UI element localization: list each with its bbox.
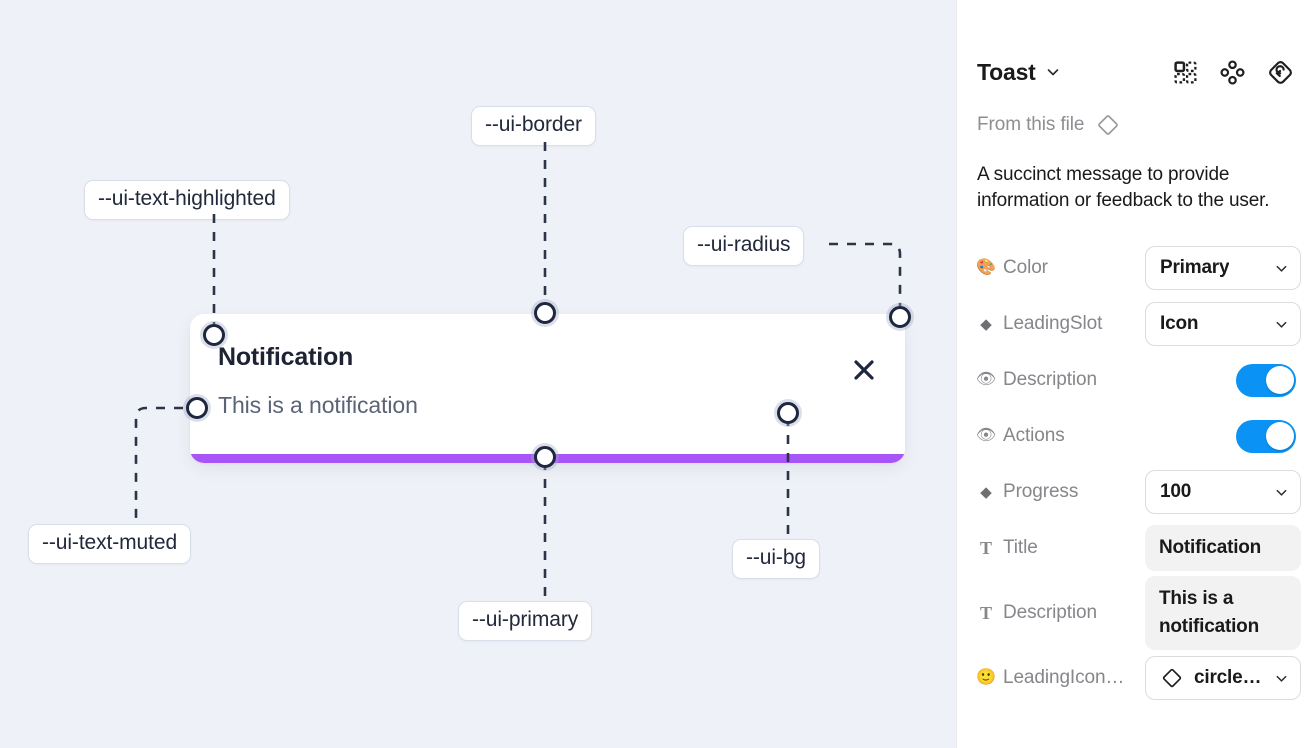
toast-preview-card[interactable]: Notification This is a notification bbox=[190, 314, 905, 463]
annotation-ui-border[interactable]: --ui-border bbox=[471, 106, 596, 146]
property-row-description-text: T Description This is a notification bbox=[957, 576, 1312, 650]
chevron-down-icon[interactable] bbox=[1045, 64, 1061, 80]
eye-icon: 👁 bbox=[977, 427, 997, 444]
property-label-actions-toggle: 👁 Actions bbox=[977, 425, 1145, 447]
four-dots-diamond-icon[interactable] bbox=[1220, 59, 1245, 85]
property-row-leadingslot: ◆ LeadingSlot Icon bbox=[957, 296, 1312, 352]
description-toggle[interactable] bbox=[1236, 363, 1296, 397]
property-name: LeadingIcon… bbox=[1003, 667, 1125, 688]
property-name: Title bbox=[1003, 537, 1038, 558]
chevron-down-icon bbox=[1268, 485, 1289, 500]
connector-ui-radius bbox=[829, 242, 902, 313]
property-name: Actions bbox=[1003, 425, 1065, 446]
diamond-icon bbox=[1095, 112, 1121, 138]
leadingicon-select[interactable]: circle… bbox=[1145, 656, 1301, 700]
property-control-progress: 100 bbox=[1145, 470, 1301, 514]
title-input[interactable]: Notification bbox=[1145, 525, 1301, 571]
component-grid-icon[interactable] bbox=[1173, 60, 1198, 85]
property-label-leadingslot: ◆ LeadingSlot bbox=[977, 313, 1145, 335]
property-row-title: T Title Notification bbox=[957, 520, 1312, 576]
progress-select-value: 100 bbox=[1160, 481, 1192, 502]
chevron-down-icon bbox=[1268, 317, 1289, 332]
annotation-ui-primary[interactable]: --ui-primary bbox=[458, 601, 593, 641]
node-ui-bg[interactable] bbox=[777, 402, 799, 424]
property-row-leadingicon: 🙂 LeadingIcon… circle… bbox=[957, 650, 1312, 706]
toggle-knob bbox=[1265, 366, 1294, 394]
from-this-file-row[interactable]: From this file bbox=[977, 112, 1121, 138]
close-x-icon[interactable] bbox=[849, 355, 879, 385]
property-control-title: Notification bbox=[1145, 525, 1301, 571]
property-name: Color bbox=[1003, 257, 1048, 278]
property-name: LeadingSlot bbox=[1003, 313, 1103, 334]
toast-description: This is a notification bbox=[218, 392, 418, 418]
color-select-value: Primary bbox=[1160, 257, 1230, 278]
component-description: A succinct message to provide informatio… bbox=[977, 164, 1270, 211]
eye-icon: 👁 bbox=[977, 371, 997, 388]
property-name: Description bbox=[1003, 369, 1097, 390]
property-name: Progress bbox=[1003, 481, 1079, 502]
reset-diamond-icon[interactable] bbox=[1267, 59, 1294, 86]
property-control-color: Primary bbox=[1145, 246, 1301, 290]
properties-panel: Toast bbox=[956, 0, 1312, 748]
property-label-title: T Title bbox=[977, 537, 1145, 559]
property-label-description-toggle: 👁 Description bbox=[977, 369, 1145, 391]
design-canvas[interactable]: Notification This is a notification --ui… bbox=[0, 0, 956, 748]
leadingslot-select-value: Icon bbox=[1160, 313, 1199, 334]
property-label-progress: ◆ Progress bbox=[977, 481, 1145, 503]
property-list: 🎨 Color Primary ◆ LeadingSlot bbox=[957, 240, 1312, 706]
node-ui-text-highlighted[interactable] bbox=[203, 324, 225, 346]
diamond-icon bbox=[1160, 666, 1184, 690]
property-label-description-text: T Description bbox=[977, 602, 1145, 624]
leadingslot-select[interactable]: Icon bbox=[1145, 302, 1301, 346]
palette-icon: 🎨 bbox=[977, 259, 996, 276]
diamond-icon: ◆ bbox=[980, 483, 992, 501]
node-ui-radius[interactable] bbox=[889, 306, 911, 328]
property-name: Description bbox=[1003, 602, 1097, 623]
node-ui-text-muted[interactable] bbox=[186, 397, 208, 419]
property-row-actions-toggle: 👁 Actions bbox=[957, 408, 1312, 464]
chevron-down-icon bbox=[1268, 671, 1289, 686]
header-icon-group bbox=[1173, 59, 1294, 86]
property-row-color: 🎨 Color Primary bbox=[957, 240, 1312, 296]
annotation-ui-radius[interactable]: --ui-radius bbox=[683, 226, 805, 266]
panel-title: Toast bbox=[977, 58, 1036, 85]
color-select[interactable]: Primary bbox=[1145, 246, 1301, 290]
from-this-file-label: From this file bbox=[977, 114, 1085, 135]
property-label-color: 🎨 Color bbox=[977, 257, 1145, 279]
annotation-ui-text-highlighted[interactable]: --ui-text-highlighted bbox=[84, 180, 290, 220]
property-control-leadingslot: Icon bbox=[1145, 302, 1301, 346]
chevron-down-icon bbox=[1268, 261, 1289, 276]
actions-toggle[interactable] bbox=[1236, 419, 1296, 453]
property-label-leadingicon: 🙂 LeadingIcon… bbox=[977, 667, 1145, 689]
property-control-description-text: This is a notification bbox=[1145, 576, 1301, 650]
leadingicon-select-value: circle… bbox=[1194, 667, 1262, 688]
toggle-knob bbox=[1265, 422, 1294, 450]
smiley-icon: 🙂 bbox=[977, 669, 996, 686]
property-control-leadingicon: circle… bbox=[1145, 656, 1301, 700]
text-t-icon: T bbox=[980, 538, 992, 558]
toast-title: Notification bbox=[218, 343, 354, 371]
progress-select[interactable]: 100 bbox=[1145, 470, 1301, 514]
annotation-ui-text-muted[interactable]: --ui-text-muted bbox=[28, 524, 192, 564]
property-row-progress: ◆ Progress 100 bbox=[957, 464, 1312, 520]
text-t-icon: T bbox=[980, 603, 992, 623]
node-ui-border[interactable] bbox=[534, 302, 556, 324]
annotation-ui-bg[interactable]: --ui-bg bbox=[732, 539, 820, 579]
property-control-description-toggle bbox=[1230, 363, 1296, 397]
diamond-icon: ◆ bbox=[980, 315, 992, 333]
property-row-description-toggle: 👁 Description bbox=[957, 352, 1312, 408]
description-input[interactable]: This is a notification bbox=[1145, 576, 1301, 650]
property-control-actions-toggle bbox=[1230, 419, 1296, 453]
node-ui-primary[interactable] bbox=[534, 446, 556, 468]
panel-header: Toast bbox=[957, 48, 1312, 96]
